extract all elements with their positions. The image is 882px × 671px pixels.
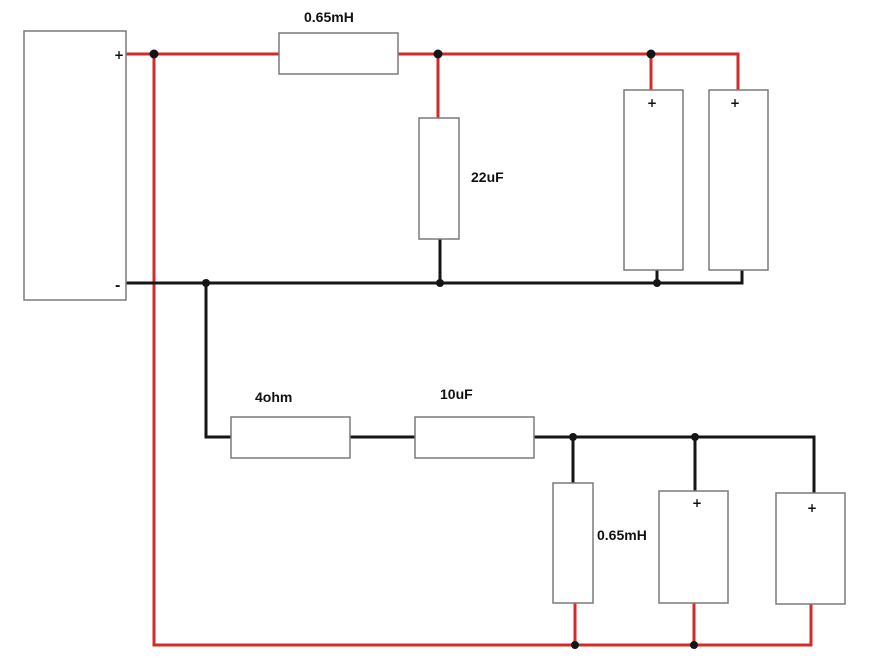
tweeter-speaker-1 xyxy=(623,89,684,271)
wire-inductor-to-speaker-2 xyxy=(396,52,740,92)
junction-dot xyxy=(436,279,444,287)
inductor-woofer xyxy=(552,482,594,604)
junction-dot xyxy=(569,433,577,441)
wire-minus-down-run xyxy=(204,281,233,439)
junction-dot xyxy=(653,279,661,287)
junction-dot xyxy=(571,641,579,649)
junction-dot xyxy=(202,279,210,287)
capacitor-woofer-label: 10uF xyxy=(440,386,473,402)
woofer-speaker-1 xyxy=(658,490,729,604)
junction-dot xyxy=(149,49,159,59)
junction-dot xyxy=(433,49,443,59)
inductor-tweeter xyxy=(278,32,399,75)
tweeter-speaker-2 xyxy=(708,89,769,271)
inductor-tweeter-label: 0.65mH xyxy=(304,9,354,25)
source-box xyxy=(23,30,127,301)
source-minus-sign: - xyxy=(115,279,120,294)
junction-dot xyxy=(691,433,699,441)
junction-dot xyxy=(690,641,698,649)
junction-dots xyxy=(149,49,699,649)
tweeter-crossover: 0.65mH 22uF + + xyxy=(278,9,769,271)
resistor-woofer xyxy=(230,416,351,459)
woofer-crossover: 4ohm 10uF 0.65mH + + xyxy=(230,386,846,605)
inductor-woofer-label: 0.65mH xyxy=(597,527,647,543)
resistor-woofer-label: 4ohm xyxy=(255,389,292,405)
tweeter-speaker-2-plus: + xyxy=(730,96,740,110)
woofer-speaker-1-plus: + xyxy=(692,496,702,510)
positive-wires xyxy=(125,52,813,647)
source-plus-sign: + xyxy=(114,48,124,62)
amplifier-source: + - xyxy=(23,30,127,301)
woofer-speaker-2-plus: + xyxy=(807,501,817,515)
capacitor-tweeter-label: 22uF xyxy=(471,169,504,185)
negative-wires xyxy=(125,237,816,495)
woofer-speaker-2 xyxy=(775,492,846,605)
capacitor-tweeter xyxy=(418,117,460,240)
capacitor-woofer xyxy=(414,416,535,459)
tweeter-speaker-1-plus: + xyxy=(647,96,657,110)
junction-dot xyxy=(646,49,656,59)
